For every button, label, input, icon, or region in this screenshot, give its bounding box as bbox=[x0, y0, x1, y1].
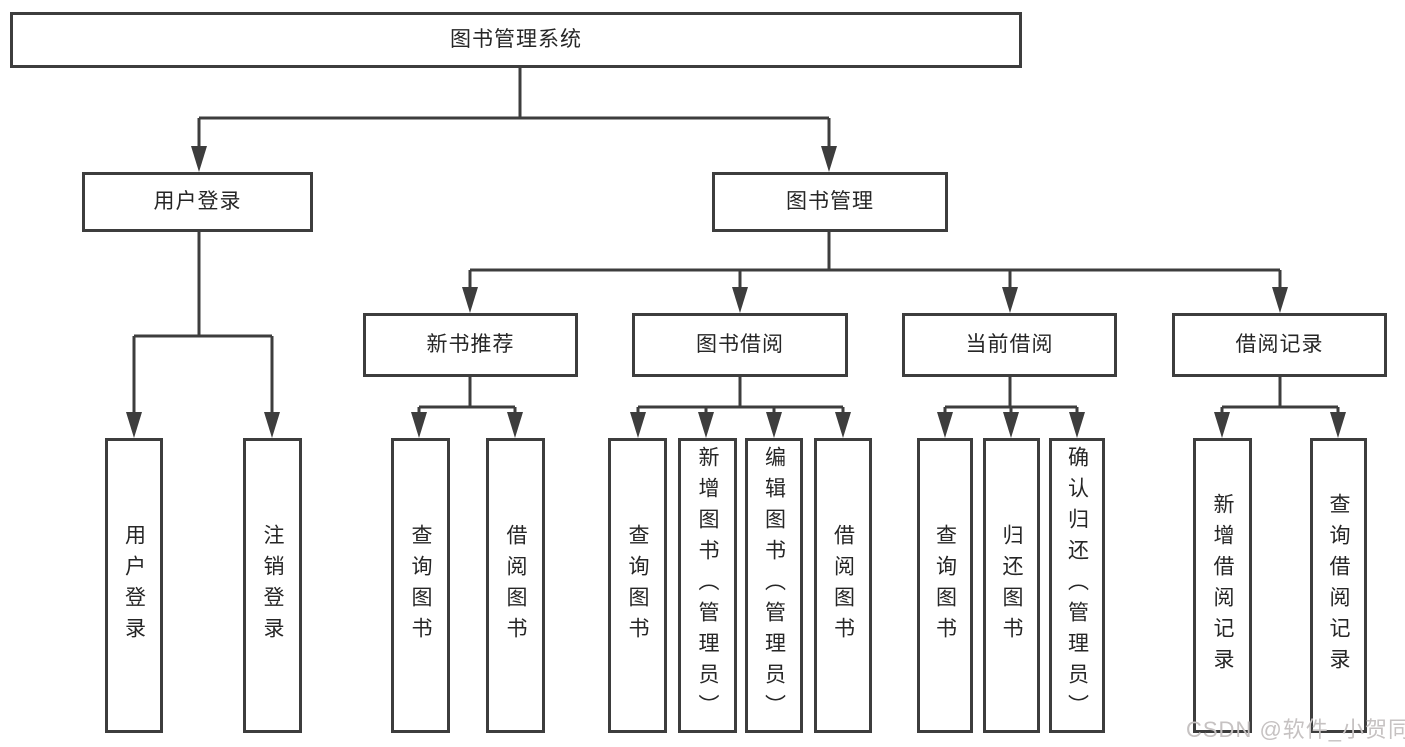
leaf-add-book-admin: 新增图书（管理员） bbox=[678, 438, 737, 733]
leaf-confirm-return-admin-label: 确认归还（管理员） bbox=[1065, 446, 1089, 725]
leaf-borrow-book-2-label: 借阅图书 bbox=[831, 523, 855, 648]
node-library-system: 图书管理系统 bbox=[10, 12, 1022, 68]
leaf-borrow-book-1: 借阅图书 bbox=[486, 438, 545, 733]
leaf-logout-label: 注销登录 bbox=[261, 523, 284, 648]
leaf-query-book-2: 查询图书 bbox=[608, 438, 667, 733]
node-new-book-recommend: 新书推荐 bbox=[363, 313, 578, 377]
node-borrowing-records-label: 借阅记录 bbox=[1235, 332, 1324, 356]
node-book-borrowing-label: 图书借阅 bbox=[696, 332, 784, 356]
leaf-add-borrow-record-label: 新增借阅记录 bbox=[1211, 492, 1234, 679]
node-book-borrowing: 图书借阅 bbox=[632, 313, 848, 377]
edge-root-to-level2 bbox=[191, 68, 837, 172]
leaf-query-book-3-label: 查询图书 bbox=[933, 523, 957, 648]
leaf-user-login: 用户登录 bbox=[105, 438, 163, 733]
node-user-login: 用户登录 bbox=[82, 172, 313, 232]
leaf-return-book-label: 归还图书 bbox=[1000, 523, 1023, 648]
leaf-query-borrow-record-label: 查询借阅记录 bbox=[1327, 492, 1350, 679]
leaf-query-book-1-label: 查询图书 bbox=[409, 523, 432, 648]
leaf-borrow-book-1-label: 借阅图书 bbox=[504, 523, 527, 648]
edge-user-login-to-children bbox=[126, 232, 280, 438]
leaf-query-borrow-record: 查询借阅记录 bbox=[1310, 438, 1367, 733]
node-current-borrowing-label: 当前借阅 bbox=[965, 332, 1054, 356]
leaf-query-book-1: 查询图书 bbox=[391, 438, 450, 733]
leaf-edit-book-admin-label: 编辑图书（管理员） bbox=[762, 446, 786, 725]
leaf-confirm-return-admin: 确认归还（管理员） bbox=[1049, 438, 1105, 733]
node-current-borrowing: 当前借阅 bbox=[902, 313, 1117, 377]
node-borrowing-records: 借阅记录 bbox=[1172, 313, 1387, 377]
leaf-user-login-label: 用户登录 bbox=[122, 523, 146, 648]
edge-new-book-to-children bbox=[411, 377, 523, 438]
node-new-book-recommend-label: 新书推荐 bbox=[426, 332, 515, 356]
edge-book-mgmt-to-level3 bbox=[462, 232, 1288, 313]
leaf-add-book-admin-label: 新增图书（管理员） bbox=[696, 446, 719, 725]
edge-borrow-record-to-children bbox=[1214, 377, 1346, 438]
leaf-edit-book-admin: 编辑图书（管理员） bbox=[745, 438, 803, 733]
leaf-return-book: 归还图书 bbox=[983, 438, 1040, 733]
node-user-login-label: 用户登录 bbox=[153, 189, 242, 213]
leaf-logout: 注销登录 bbox=[243, 438, 302, 733]
node-book-management: 图书管理 bbox=[712, 172, 948, 232]
node-book-management-label: 图书管理 bbox=[786, 189, 874, 213]
edge-current-borrow-to-children bbox=[937, 377, 1085, 438]
leaf-query-book-3: 查询图书 bbox=[917, 438, 973, 733]
edge-book-borrow-to-children bbox=[630, 377, 851, 438]
leaf-query-book-2-label: 查询图书 bbox=[626, 523, 649, 648]
leaf-add-borrow-record: 新增借阅记录 bbox=[1193, 438, 1252, 733]
leaf-borrow-book-2: 借阅图书 bbox=[814, 438, 872, 733]
node-library-system-label: 图书管理系统 bbox=[450, 27, 582, 51]
csdn-watermark: CSDN @软件_小贺同学 bbox=[1186, 717, 1405, 742]
